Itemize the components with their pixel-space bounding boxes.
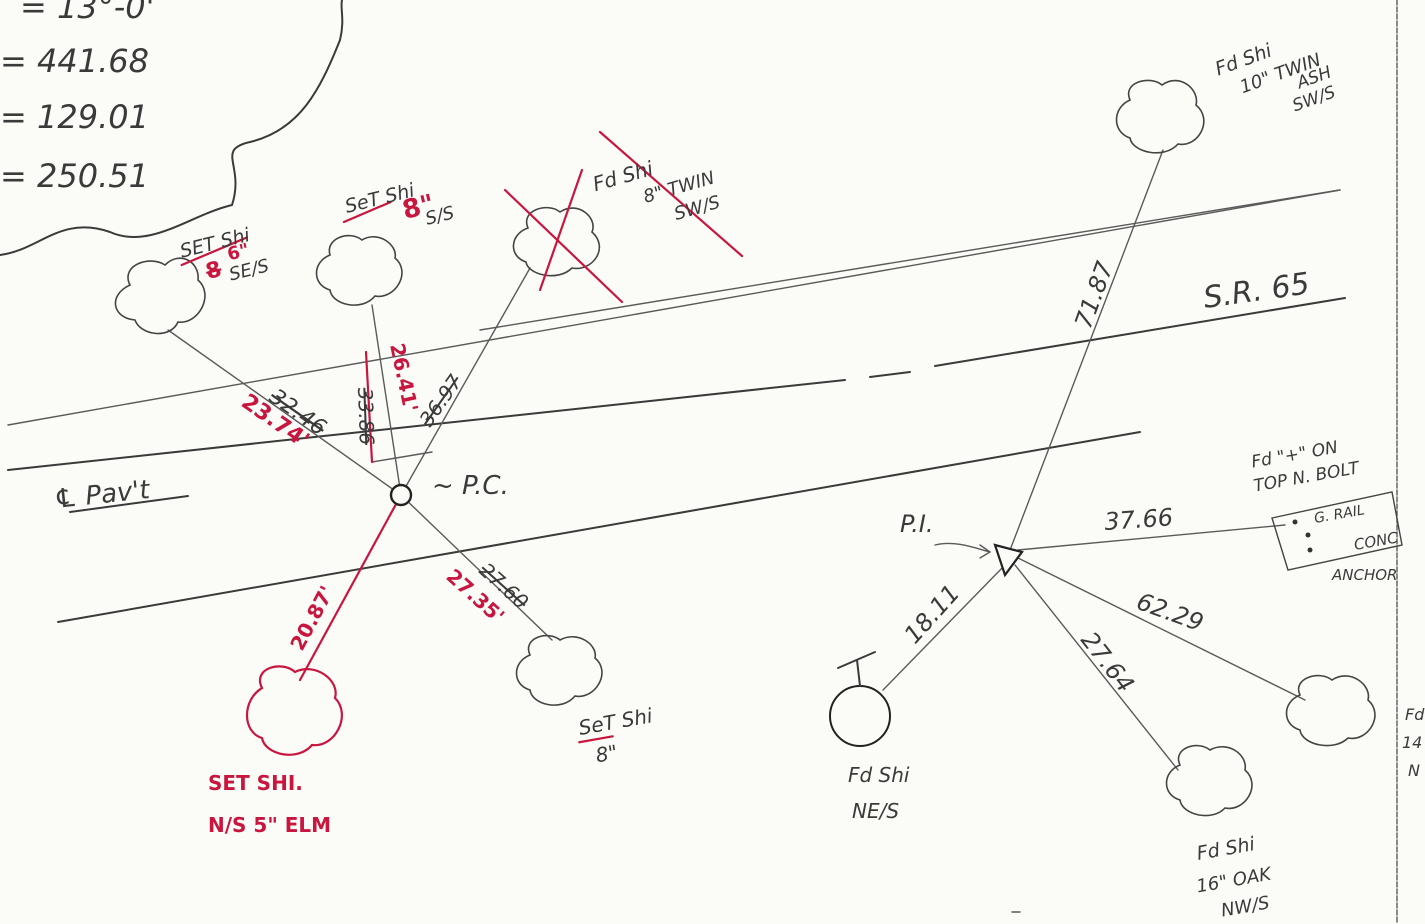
pc-sw-note-line1: SET SHI. (208, 771, 303, 795)
tree-pi-north (1115, 79, 1205, 154)
pc-nw-note-size-new: 6" (225, 240, 251, 266)
curve-r-value: = 441.68 (0, 42, 149, 80)
crossout-ne-tree-1 (503, 188, 624, 304)
anchor-bolt-1 (1292, 519, 1298, 525)
pi-north-note: Fd Shi 10" TWIN ASH SW/S (1212, 39, 1338, 116)
tree-pi-south (1165, 744, 1253, 817)
pc-tie-se-line (400, 494, 553, 641)
pc-station-tick (371, 451, 433, 463)
pi-south-note: Fd Shi 16" OAK NW/S (1195, 833, 1274, 922)
curve-t-value: = 129.01 (0, 98, 149, 136)
pi-tie-north-line (1006, 149, 1164, 559)
anchor-bolt-2 (1305, 532, 1311, 538)
tree-pc-n (315, 234, 403, 306)
pi-tie-east-line (1017, 524, 1286, 551)
road-south-edge (57, 431, 1141, 623)
anchor-label-line1: CONC (1353, 528, 1400, 553)
pi-southeast-note-line3: N (1408, 761, 1420, 780)
anchor-label-line2: ANCHOR (1331, 566, 1397, 584)
pc-label: ~ P.C. (432, 471, 509, 501)
pc-sw-distance: 20.87' (285, 582, 339, 655)
pc-se-note-line2: 8" (594, 740, 620, 767)
pi-southwest-note-line2: NE/S (852, 799, 899, 823)
pc-n-distance-new: 26.41' (385, 341, 423, 414)
guard-rail-label: G. RAIL (1313, 502, 1366, 527)
pi-southwest-distance: 18.11 (899, 579, 966, 649)
pc-n-note: SeT Shi 8" S/S (343, 179, 457, 230)
pi-label: P.I. (900, 510, 934, 538)
pi-southeast-note-line2: 14 (1402, 733, 1422, 752)
pi-south-note-line3: NW/S (1219, 892, 1271, 921)
monument-stem (856, 659, 861, 687)
pc-tie-n-red-line (364, 350, 374, 464)
monument-cap (837, 651, 876, 669)
monument-symbol (829, 685, 891, 747)
tree-pi-southeast (1285, 674, 1376, 747)
pc-ne-note: Fd Shi 8" TWIN SW/S (590, 156, 723, 225)
pi-east-note: Fd "+" ON TOP N. BOLT (1250, 438, 1362, 497)
pi-point (993, 543, 1024, 578)
pi-north-distance: 71.87 (1069, 257, 1119, 332)
pc-tie-sw-line (298, 493, 403, 682)
road-north-edge-upper (479, 189, 1341, 331)
tree-pc-ne (512, 206, 601, 277)
pc-nw-note-size-old: 8 (203, 257, 224, 285)
centerline-label: ℄ Pav't (53, 475, 152, 515)
pi-southwest-note-line1: Fd Shi (848, 763, 910, 787)
guard-rail-anchor (1271, 491, 1403, 571)
tree-pc-se (515, 634, 603, 706)
crossout-ne-note (598, 130, 744, 258)
pi-south-distance: 27.64 (1075, 626, 1139, 697)
tree-pc-nw (114, 257, 206, 335)
pc-tie-n-line (371, 304, 402, 496)
pi-tie-southwest-line (882, 564, 1006, 691)
pi-south-note-line2: 16" OAK (1195, 864, 1274, 898)
pi-south-note-line1: Fd Shi (1195, 833, 1257, 865)
pi-pointer-arrow (934, 542, 992, 559)
centerline-label-underline (69, 495, 189, 513)
pc-n-note-size: 8" (399, 189, 437, 226)
pi-tie-southeast-line (1017, 557, 1306, 701)
pi-east-distance: 37.66 (1103, 503, 1174, 536)
pc-nw-note: SET Shi 8 6" SE/S (178, 224, 271, 286)
pc-tie-ne-line (400, 267, 531, 496)
tree-pc-sw (246, 665, 343, 756)
pc-n-distance-old: 33.86 (353, 387, 379, 445)
road-north-edge (7, 189, 1341, 426)
pc-point (389, 483, 413, 507)
crossout-ne-tree-2 (538, 168, 584, 292)
road-centerline (7, 297, 1346, 471)
pi-southeast-note-line1: Fd (1405, 705, 1425, 724)
road-name-label: S.R. 65 (1201, 266, 1312, 316)
curve-data-bubble (0, 0, 344, 256)
pc-sw-note-line2: N/S 5" ELM (208, 813, 331, 837)
pc-se-note-line1: SeT Shi (577, 703, 655, 740)
pc-se-note: SeT Shi 8" (577, 703, 655, 767)
pc-tie-nw-line (167, 329, 402, 496)
curve-l-value: = 250.51 (0, 157, 149, 195)
pi-tie-south-line (1014, 564, 1179, 771)
curve-d-value: = 13°-0' (20, 0, 154, 26)
pi-southeast-distance: 62.29 (1133, 587, 1207, 637)
anchor-bolt-3 (1307, 547, 1313, 553)
